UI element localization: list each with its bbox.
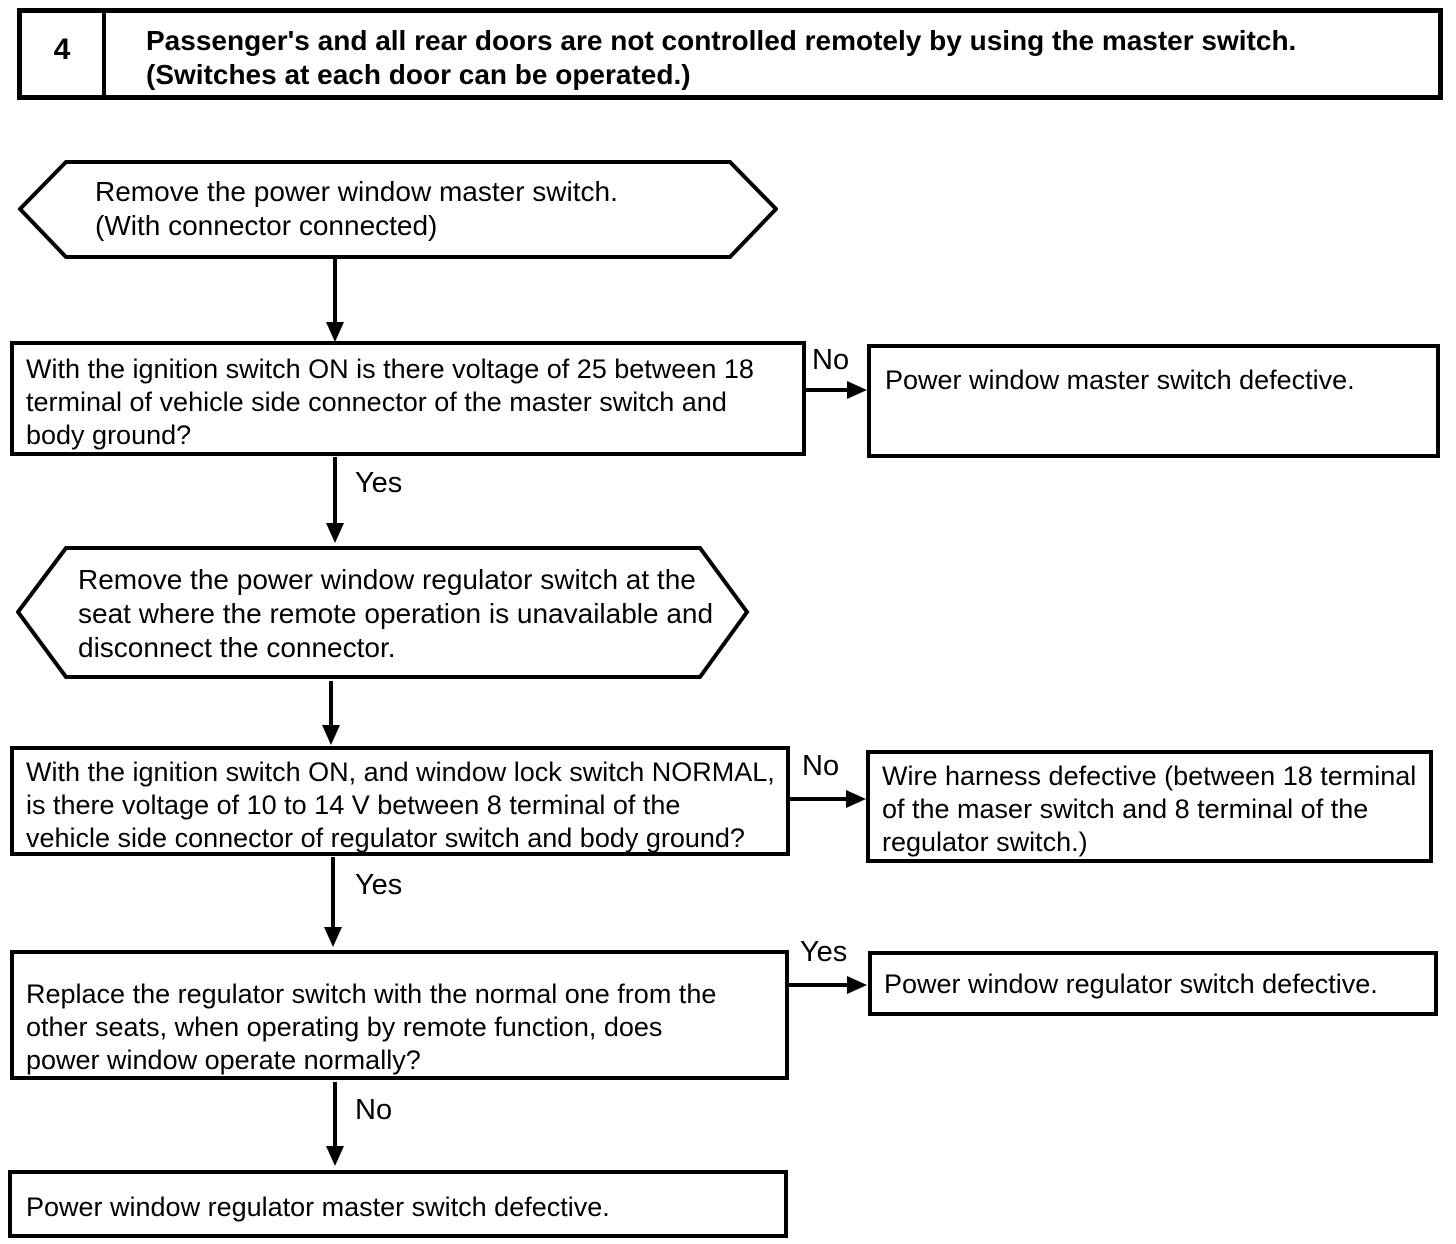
step-remove-regulator-switch-text: Remove the power window regulator switch… [78, 564, 714, 663]
arrow-down-head-4 [324, 927, 342, 947]
q3-no-label: No [355, 1094, 393, 1126]
arrow-line-3 [329, 681, 333, 727]
q1-yes-label: Yes [355, 467, 403, 499]
step-remove-master-switch-text: Remove the power window master switch. (… [95, 176, 618, 241]
arrow-line-5 [333, 1082, 337, 1148]
case-title: Passenger's and all rear doors are not c… [146, 25, 1297, 90]
case-number: 4 [22, 13, 106, 95]
result-regulator-switch-defective: Power window regulator switch defective. [868, 951, 1438, 1016]
arrow-down-head-3 [322, 725, 340, 745]
result-regulator-master-switch-defective: Power window regulator master switch def… [8, 1170, 788, 1238]
question-replace-regulator-switch: Replace the regulator switch with the no… [10, 950, 789, 1080]
arrow-line-q2-no [790, 797, 848, 801]
q2-no-label: No [802, 750, 840, 782]
result-master-switch-defective: Power window master switch defective. [867, 344, 1440, 458]
arrow-line-2 [333, 457, 337, 525]
arrow-down-head-2 [326, 523, 344, 543]
step-remove-regulator-switch: Remove the power window regulator switch… [16, 545, 750, 681]
arrow-right-head-2 [846, 790, 866, 808]
arrow-line-1 [333, 259, 337, 325]
arrow-line-q1-no [806, 388, 850, 392]
arrow-right-head-1 [847, 381, 867, 399]
hexagon-shape [18, 160, 778, 259]
q1-no-label: No [812, 344, 850, 376]
arrow-down-head-5 [326, 1146, 344, 1166]
result-wire-harness-defective: Wire harness defective (between 18 termi… [866, 750, 1433, 863]
question-voltage-regulator-switch: With the ignition switch ON, and window … [10, 746, 790, 856]
arrow-right-head-3 [847, 976, 867, 994]
arrow-down-head-1 [326, 322, 344, 342]
case-header: 4 Passenger's and all rear doors are not… [17, 8, 1443, 100]
arrow-line-4 [331, 857, 335, 929]
question-voltage-master-switch: With the ignition switch ON is there vol… [10, 341, 806, 456]
arrow-line-q3-yes [789, 983, 849, 987]
q3-yes-label: Yes [800, 936, 848, 968]
q2-yes-label: Yes [355, 869, 403, 901]
hexagon-shape [16, 546, 750, 679]
step-remove-master-switch: Remove the power window master switch. (… [18, 159, 778, 260]
